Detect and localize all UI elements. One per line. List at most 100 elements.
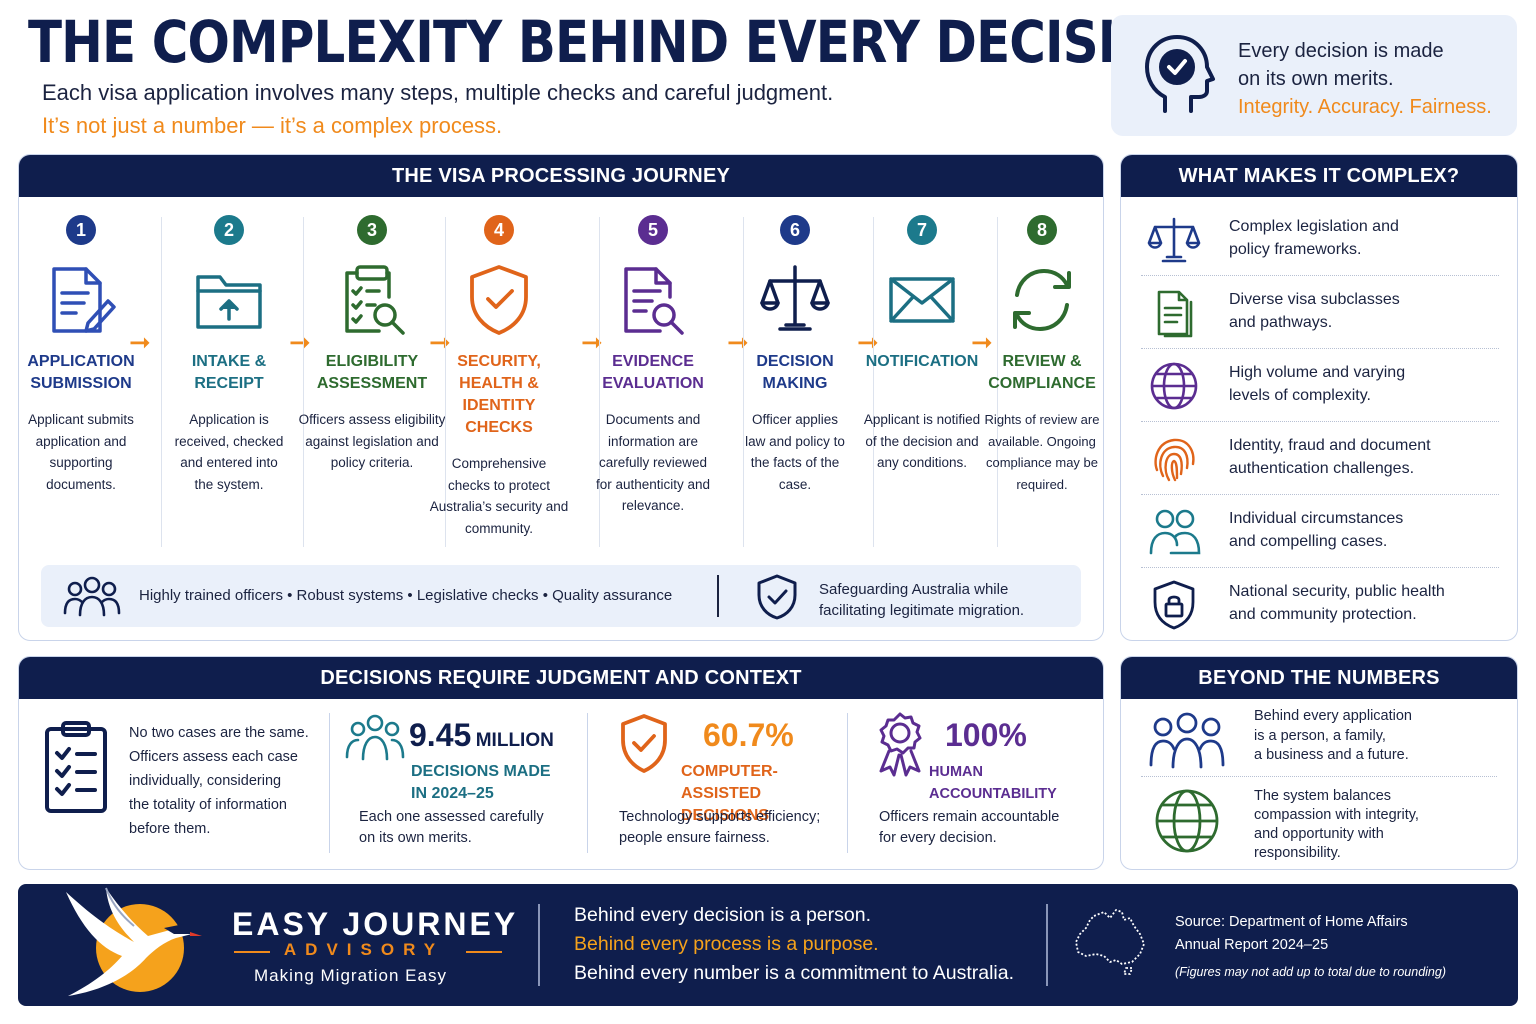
step-title: IDENTITY CHECKS [462,397,536,436]
step-number: 4 [484,215,514,245]
document-pen-icon [44,263,118,337]
shield-check-icon [621,714,667,773]
step-decision-making: 6 DECISION MAKING Officer applies law an… [745,215,845,550]
divider [1046,904,1048,986]
divider [717,575,719,617]
arrow-icon: ➞ [129,327,151,357]
stat-description: on its own merits. [359,830,472,846]
head-check-icon [1145,35,1215,113]
beyond-item: Behind every application is a person, a … [1141,705,1499,775]
stat-label: DECISIONS MADE [411,763,551,780]
journey-steps: 1 APPLICATION SUBMISSION Applicant submi… [19,197,1103,557]
beyond-item: The system balances compassion with inte… [1141,785,1499,869]
stat-description: Technology supports efficiency; [619,809,821,825]
stat-label: HUMAN ACCOUNTABILITY [929,764,1057,802]
source-text: Source: Department of Home Affairs [1175,914,1408,930]
divider [161,217,162,547]
step-description: Rights of review are available. Ongoing … [984,412,1100,492]
step-title: INTAKE & [191,353,267,370]
beyond-numbers-panel: BEYOND THE NUMBERS Behind every applicat… [1120,656,1518,870]
quality-strip: Highly trained officers • Robust systems… [41,565,1081,627]
step-description: Application is received, checked and ent… [174,412,284,492]
people-pair-icon [1149,509,1201,555]
complexity-item: Diverse visa subclasses and pathways. [1141,276,1499,349]
complexity-text: and community protection. [1229,606,1417,623]
subtitle: Each visa application involves many step… [42,80,834,105]
complexity-item: Individual circumstances and compelling c… [1141,495,1499,568]
divider [445,217,446,547]
complexity-item: National security, public health and comm… [1141,568,1499,640]
merits-line: Every decision is made [1238,40,1444,62]
globe-icon [1155,789,1219,853]
stat-value: 9.45 [409,717,472,753]
merits-values: Integrity. Accuracy. Fairness. [1238,96,1492,118]
intro-line: Officers assess each case [129,749,298,765]
beyond-text: compassion with integrity, [1254,807,1419,823]
merits-card: Every decision is made on its own merits… [1111,15,1517,136]
complexity-panel: WHAT MAKES IT COMPLEX? Complex legislati… [1120,154,1518,641]
stat-label: DECISIONS [681,807,770,824]
divider [873,217,874,547]
arrow-icon: ➞ [289,327,311,357]
step-number: 1 [66,215,96,245]
safeguard-text: facilitating legitimate migration. [819,602,1025,619]
divider [1141,776,1497,777]
people-group-icon [345,714,405,761]
brand-advisory: ADVISORY [232,940,502,960]
complexity-text: Diverse visa subclasses [1229,291,1400,308]
step-title: EVIDENCE [612,353,694,370]
step-title: SECURITY, [457,353,541,370]
step-title: ASSESSMENT [316,375,428,392]
arrow-icon: ➞ [581,327,603,357]
complexity-text: National security, public health [1229,583,1445,600]
source-text: Annual Report 2024–25 [1175,937,1329,953]
safeguard-text: Safeguarding Australia while [819,581,1009,598]
stat-human-accountability: 100% HUMAN ACCOUNTABILITY Officers remai… [859,699,1103,869]
step-review-compliance: 8 REVIEW & COMPLIANCE Rights of review a… [981,215,1103,550]
brand-tagline: Making Migration Easy [254,966,447,985]
stat-description: for every decision. [879,830,997,846]
complexity-text: policy frameworks. [1229,241,1362,258]
step-title: NOTIFICATION [865,353,979,370]
step-number: 3 [357,215,387,245]
divider [599,217,600,547]
divider [329,713,330,853]
complexity-text: and pathways. [1229,314,1333,331]
award-ribbon-icon [879,712,922,777]
stat-description: Each one assessed carefully [359,809,544,825]
intro-line: before them. [129,821,211,837]
step-title: REVIEW & [1002,353,1082,370]
folder-upload-icon [192,263,266,337]
step-intake-receipt: 2 INTAKE & RECEIPT Application is receiv… [169,215,289,550]
stat-computer-assisted: 60.7% COMPUTER-ASSISTED DECISIONS Techno… [599,699,849,869]
complexity-text: Individual circumstances [1229,510,1404,527]
complexity-text: and compelling cases. [1229,533,1388,550]
beyond-text: responsibility. [1254,845,1341,861]
intro-line: No two cases are the same. [129,725,309,741]
divider [997,217,998,547]
beyond-text: a business and a future. [1254,747,1409,763]
step-application-submission: 1 APPLICATION SUBMISSION Applicant submi… [23,215,139,550]
shield-check-icon [462,263,536,337]
bird-logo-icon [66,887,202,996]
stat-unit: MILLION [475,730,554,751]
complexity-text: High volume and varying [1229,364,1406,381]
merits-line: on its own merits. [1238,68,1394,90]
step-number: 7 [907,215,937,245]
step-title: COMPLIANCE [988,375,1096,392]
shield-check-icon [757,574,797,620]
judgment-intro: No two cases are the same. Officers asse… [19,699,329,869]
step-description: Applicant submits application and suppor… [28,412,134,492]
page-title: THE COMPLEXITY BEHIND EVERY DECISION [28,8,1199,76]
document-stack-icon [1157,290,1193,338]
intro-line: individually, considering [129,773,282,789]
beyond-text: is a person, a family, [1254,727,1386,744]
beyond-text: The system balances [1254,788,1392,804]
scales-icon [758,263,832,337]
divider [587,713,588,853]
qualities-text: Highly trained officers • Robust systems… [139,587,673,604]
step-title: HEALTH & [459,375,539,392]
